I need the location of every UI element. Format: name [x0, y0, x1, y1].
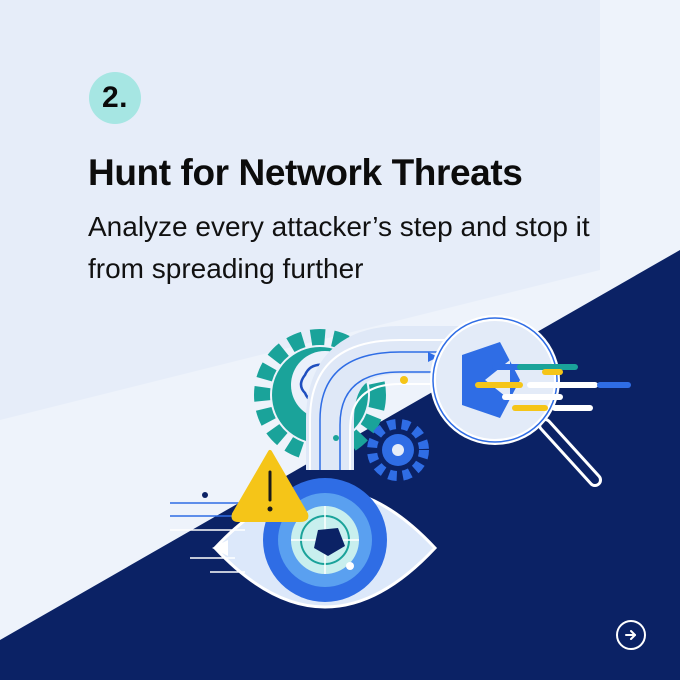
- background-light-facet: [0, 0, 600, 420]
- page-subtitle: Analyze every attacker’s step and stop i…: [88, 211, 590, 284]
- data-pipes: [306, 326, 470, 470]
- arrow-right-icon: [625, 630, 636, 640]
- step-number: 2.: [101, 81, 129, 114]
- warning-icon: [231, 450, 309, 522]
- data-streaks: [475, 364, 631, 411]
- step-number-badge: 2.: [89, 72, 141, 124]
- page-title: Hunt for Network Threats: [88, 152, 523, 193]
- small-gear-icon: [367, 419, 429, 481]
- next-button[interactable]: [616, 620, 646, 650]
